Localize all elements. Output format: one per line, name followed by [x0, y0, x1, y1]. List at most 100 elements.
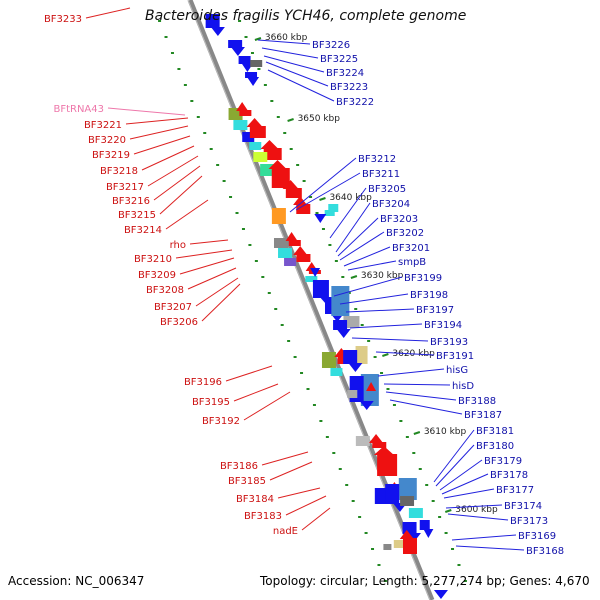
gene-block: [408, 508, 423, 518]
tick-dot: [229, 196, 233, 198]
gene-label-bf3180: BF3180: [476, 441, 514, 452]
gene-block: [349, 376, 364, 402]
tick-dots-layer: [158, 20, 467, 582]
label-leader-line: [447, 513, 509, 521]
gene-label-bf3199: BF3199: [404, 273, 442, 284]
label-leader-line: [179, 257, 235, 275]
forward-gene-arrow: [236, 102, 249, 111]
gene-label-bf3196: BF3196: [184, 377, 222, 388]
tick-dot: [334, 260, 338, 262]
tick-dot: [399, 420, 403, 422]
gene-label-bf3201: BF3201: [392, 243, 430, 254]
label-leader-line: [129, 125, 189, 140]
tick-dot: [444, 532, 448, 534]
gene-block: [333, 320, 348, 330]
genes-layer: [205, 14, 448, 599]
tick-dot: [371, 548, 375, 550]
tick-dot: [261, 276, 265, 278]
tick-dot: [325, 436, 329, 438]
label-leader-line: [439, 459, 483, 491]
tick-dot: [457, 564, 461, 566]
tick-dot: [451, 548, 455, 550]
tick-dot: [319, 420, 323, 422]
label-leader-line: [201, 283, 241, 322]
gene-block: [253, 152, 268, 162]
gene-block: [271, 208, 286, 224]
tick-dot: [380, 372, 384, 374]
tick-dot: [351, 500, 355, 502]
gene-block: [288, 240, 301, 246]
gene-block: [347, 390, 358, 398]
gene-block: [372, 442, 387, 448]
tick-dot: [312, 404, 316, 406]
forward-gene-arrow: [373, 446, 394, 455]
gene-block: [238, 56, 251, 64]
tick-mark: [444, 509, 452, 513]
gene-label-bf3206: BF3206: [160, 317, 198, 328]
tick-mark: [350, 275, 358, 279]
label-leader-line: [349, 323, 423, 329]
forward-gene-arrow: [246, 118, 263, 127]
gene-label-bf3204: BF3204: [372, 199, 410, 210]
forward-gene-arrow: [369, 434, 384, 443]
gene-label-bf3184: BF3184: [236, 494, 274, 505]
tick-label: 3640 kbp: [329, 193, 372, 203]
gene-label-bf3181: BF3181: [476, 426, 514, 437]
reverse-gene-arrow: [210, 27, 225, 36]
tick-dot: [289, 148, 293, 150]
gene-block: [419, 520, 430, 530]
label-leader-line: [175, 249, 233, 259]
label-leader-line: [455, 545, 525, 551]
tick-label: 3650 kbp: [298, 114, 341, 124]
gene-label-bf3169: BF3169: [518, 531, 556, 542]
tick-dot: [209, 148, 213, 150]
gene-block: [273, 238, 288, 248]
forward-gene-arrow: [399, 530, 414, 539]
gene-block: [330, 368, 343, 376]
label-leader-line: [295, 172, 361, 211]
gene-label-smpb: smpB: [398, 257, 426, 268]
label-leader-line: [141, 145, 195, 171]
forward-gene-arrow: [260, 140, 279, 149]
label-leader-line: [389, 399, 463, 415]
gene-label-bf3185: BF3185: [228, 476, 266, 487]
tick-dot: [287, 340, 291, 342]
label-leader-line: [347, 260, 397, 271]
label-leader-line: [107, 107, 186, 116]
reverse-gene-arrow: [348, 363, 363, 372]
gene-block: [263, 148, 282, 160]
label-leader-line: [451, 534, 517, 541]
tick-dot: [216, 164, 220, 166]
tick-dot: [364, 532, 368, 534]
label-leader-line: [187, 267, 237, 290]
gene-label-bf3208: BF3208: [146, 285, 184, 296]
gene-block: [343, 350, 358, 364]
gene-label-bf3212: BF3212: [358, 154, 396, 165]
map-title: Bacteroides fragilis YCH46, complete gen…: [145, 8, 467, 24]
tick-dot: [438, 516, 442, 518]
gene-label-bf3179: BF3179: [484, 456, 522, 467]
tick-dot: [280, 324, 284, 326]
gene-block: [228, 40, 243, 48]
gene-label-hisd: hisD: [452, 381, 474, 392]
gene-label-bf3219: BF3219: [92, 150, 130, 161]
tick-dot: [158, 20, 162, 22]
tick-dot: [431, 500, 435, 502]
gene-block: [284, 258, 297, 266]
gene-label-bf3215: BF3215: [118, 210, 156, 221]
tick-dot: [177, 68, 181, 70]
tick-dot: [250, 52, 254, 54]
tick-dot: [412, 452, 416, 454]
tick-dot: [300, 372, 304, 374]
gene-block: [324, 210, 335, 216]
reverse-gene-arrow: [310, 268, 321, 277]
reverse-gene-arrow: [423, 529, 434, 538]
label-leader-line: [433, 429, 475, 483]
gene-block: [383, 544, 392, 550]
gene-label-rho: rho: [170, 240, 186, 251]
gene-label-bf3218: BF3218: [100, 166, 138, 177]
label-leader-line: [343, 246, 391, 267]
tick-dot: [341, 276, 345, 278]
label-leader-line: [285, 495, 327, 516]
tick-dot: [332, 452, 336, 454]
